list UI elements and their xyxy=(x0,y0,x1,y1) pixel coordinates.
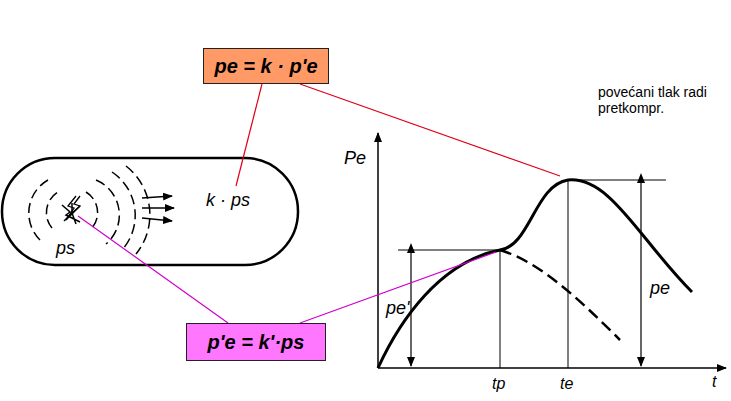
pressure-curve xyxy=(378,180,692,368)
wave-arrows xyxy=(142,196,174,221)
leader-lines xyxy=(78,216,496,323)
dashed-curve xyxy=(500,250,620,340)
pressure-waves xyxy=(29,166,150,254)
vessel-outline xyxy=(2,158,298,265)
axis-tick-label: te xyxy=(560,375,573,393)
axis-label: t xyxy=(712,373,716,391)
y-axis xyxy=(377,133,379,368)
x-axis xyxy=(378,367,726,369)
pressure-label: k · ps xyxy=(206,190,250,211)
note: povećani tlak radi pretkompr. xyxy=(598,84,710,116)
formula-text: pe = k · p'e xyxy=(214,55,317,78)
axis-label: Pe xyxy=(344,148,366,169)
reference-lines xyxy=(398,180,666,368)
dimension-arrow xyxy=(640,182,641,366)
formula-box: p'e = k'·ps xyxy=(186,323,326,361)
dimension-arrow xyxy=(410,252,411,366)
formula-box: pe = k · p'e xyxy=(203,48,329,84)
dimension-label: pe xyxy=(650,278,670,299)
leader-lines xyxy=(236,84,560,186)
dimension-label: pe' xyxy=(386,298,409,319)
axis-tick-label: tp xyxy=(492,375,505,393)
formula-text: p'e = k'·ps xyxy=(208,331,305,354)
pressure-label: ps xyxy=(56,238,75,259)
